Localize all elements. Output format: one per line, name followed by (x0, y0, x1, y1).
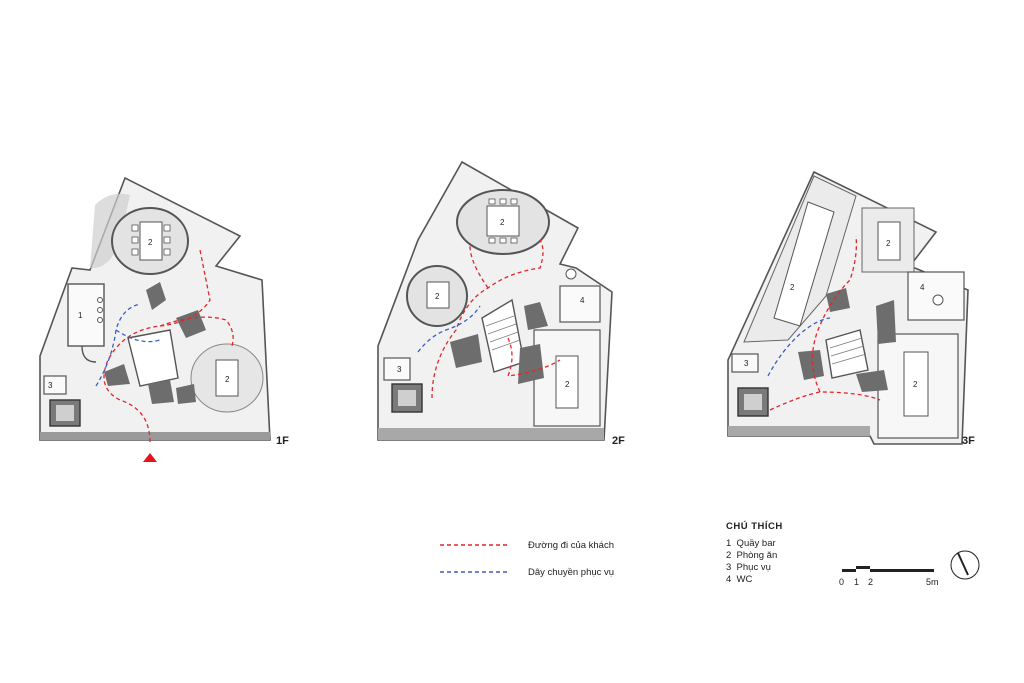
scale-tick-1: 1 (854, 577, 859, 587)
floor-2f-room-4: 4 (580, 296, 585, 305)
floor-2f-guest-path (431, 239, 561, 399)
entrance-arrow-icon (143, 453, 157, 462)
floor-3f-stair-steps (829, 337, 867, 365)
floor-3f-room-2b: 2 (886, 239, 891, 248)
floor-2f-room-2a: 2 (500, 218, 505, 227)
floor-2f-facade-strip (378, 428, 604, 440)
key-item-bar: 1 Quầy bar (726, 538, 776, 549)
scale-bar-seg-3 (870, 569, 934, 572)
key-item-dining: 2 Phòng ăn (726, 550, 777, 561)
floor-1f-service-room (43, 375, 67, 395)
floor-1f-chairs-top (131, 224, 171, 256)
floor-1f-bar-stool (97, 297, 103, 303)
legend-service-line-label: Dây chuyền phục vụ (528, 567, 614, 578)
floor-2f-rocks (450, 302, 548, 384)
floor-2f-table-left (426, 281, 450, 309)
scale-tick-0: 0 (839, 577, 844, 587)
floor-2f-stair-steps (485, 315, 521, 351)
key-item-service: 3 Phục vụ (726, 562, 771, 573)
floor-plan-2f: 2 2 4 2 3 2F (377, 160, 625, 447)
floor-3f-room-2c: 2 (913, 380, 918, 389)
floor-3f-stair-inner (744, 394, 762, 410)
floor-1f-room-3: 3 (48, 381, 53, 390)
floor-2f-chairs-top (488, 198, 518, 244)
floor-3f-stair-core (737, 387, 769, 417)
floor-1f-central-stair (127, 329, 179, 387)
floor-1f-service-path (95, 303, 161, 387)
floor-3f-service-room (731, 353, 759, 373)
floor-2f-room-3: 3 (397, 365, 402, 374)
floor-3f-guest-path (769, 235, 881, 411)
floor-1f-bar-curve (81, 345, 97, 363)
floor-3f-room-3: 3 (744, 359, 749, 368)
scale-bar-seg-2 (856, 566, 870, 569)
floor-1f-garden (90, 193, 130, 269)
floor-2f-room-2b: 2 (435, 292, 440, 301)
floor-1f-rocks (104, 282, 206, 404)
floor-3f-rocks (798, 288, 896, 392)
floor-2f-stair-inner (398, 390, 416, 406)
floor-1f-bar-stool (97, 317, 103, 323)
floor-3f-table-top (877, 221, 901, 261)
floor-2f-table-top (486, 205, 520, 237)
floor-1f-table-right (215, 359, 239, 397)
floor-3f-wc-basin (932, 294, 944, 306)
floor-2f-service-room (383, 357, 411, 381)
floor-plan-3f: 2 2 4 2 3 3F (727, 170, 975, 447)
key-legend: CHÚ THÍCH 1 Quầy bar 2 Phòng ăn 3 Phục v… (726, 520, 783, 585)
floor-3f-label: 3F (962, 435, 975, 447)
floor-2f-label: 2F (612, 435, 625, 447)
key-item-wc: 4 WC (726, 574, 753, 585)
scale-bar: 0 1 2 5m (839, 566, 939, 587)
floor-3f-table-right (903, 351, 929, 417)
floor-plan-1f: 2 1 3 2 1F (39, 176, 289, 462)
floor-1f-room-1: 1 (78, 311, 83, 320)
floor-1f-room-2b: 2 (225, 375, 230, 384)
floor-2f-table-right (555, 355, 579, 409)
floor-1f-room-2a: 2 (148, 238, 153, 247)
floor-3f-room-4: 4 (920, 283, 925, 292)
route-legend: Đường đi của khách Dây chuyền phục vụ (440, 540, 614, 578)
legend-guest-path-label: Đường đi của khách (528, 540, 614, 551)
floor-3f-long-table (773, 201, 835, 327)
floor-2f-wc (559, 285, 601, 323)
floor-1f-facade-strip (40, 432, 270, 440)
floor-3f-facade-strip (728, 426, 870, 436)
north-arrow-icon (950, 550, 980, 580)
floor-3f-dining-room (877, 333, 959, 439)
floor-1f-stair-inner (56, 405, 74, 421)
floor-1f-bar-stool (97, 307, 103, 313)
floor-2f-room-2c: 2 (565, 380, 570, 389)
key-title: CHÚ THÍCH (726, 520, 783, 532)
scale-tick-5m: 5m (926, 577, 939, 587)
scale-tick-2: 2 (868, 577, 873, 587)
floor-1f-bar-counter (67, 283, 105, 347)
floor-2f-service-path (417, 305, 481, 353)
floor-1f-table-top (139, 221, 163, 261)
floor-3f-room-2a: 2 (790, 283, 795, 292)
floor-1f-label: 1F (276, 435, 289, 447)
floor-3f-central-stair (825, 329, 869, 379)
scale-bar-seg-1 (842, 569, 856, 572)
floor-2f-wc-basin (565, 268, 577, 280)
floor-3f-service-path (767, 317, 831, 377)
